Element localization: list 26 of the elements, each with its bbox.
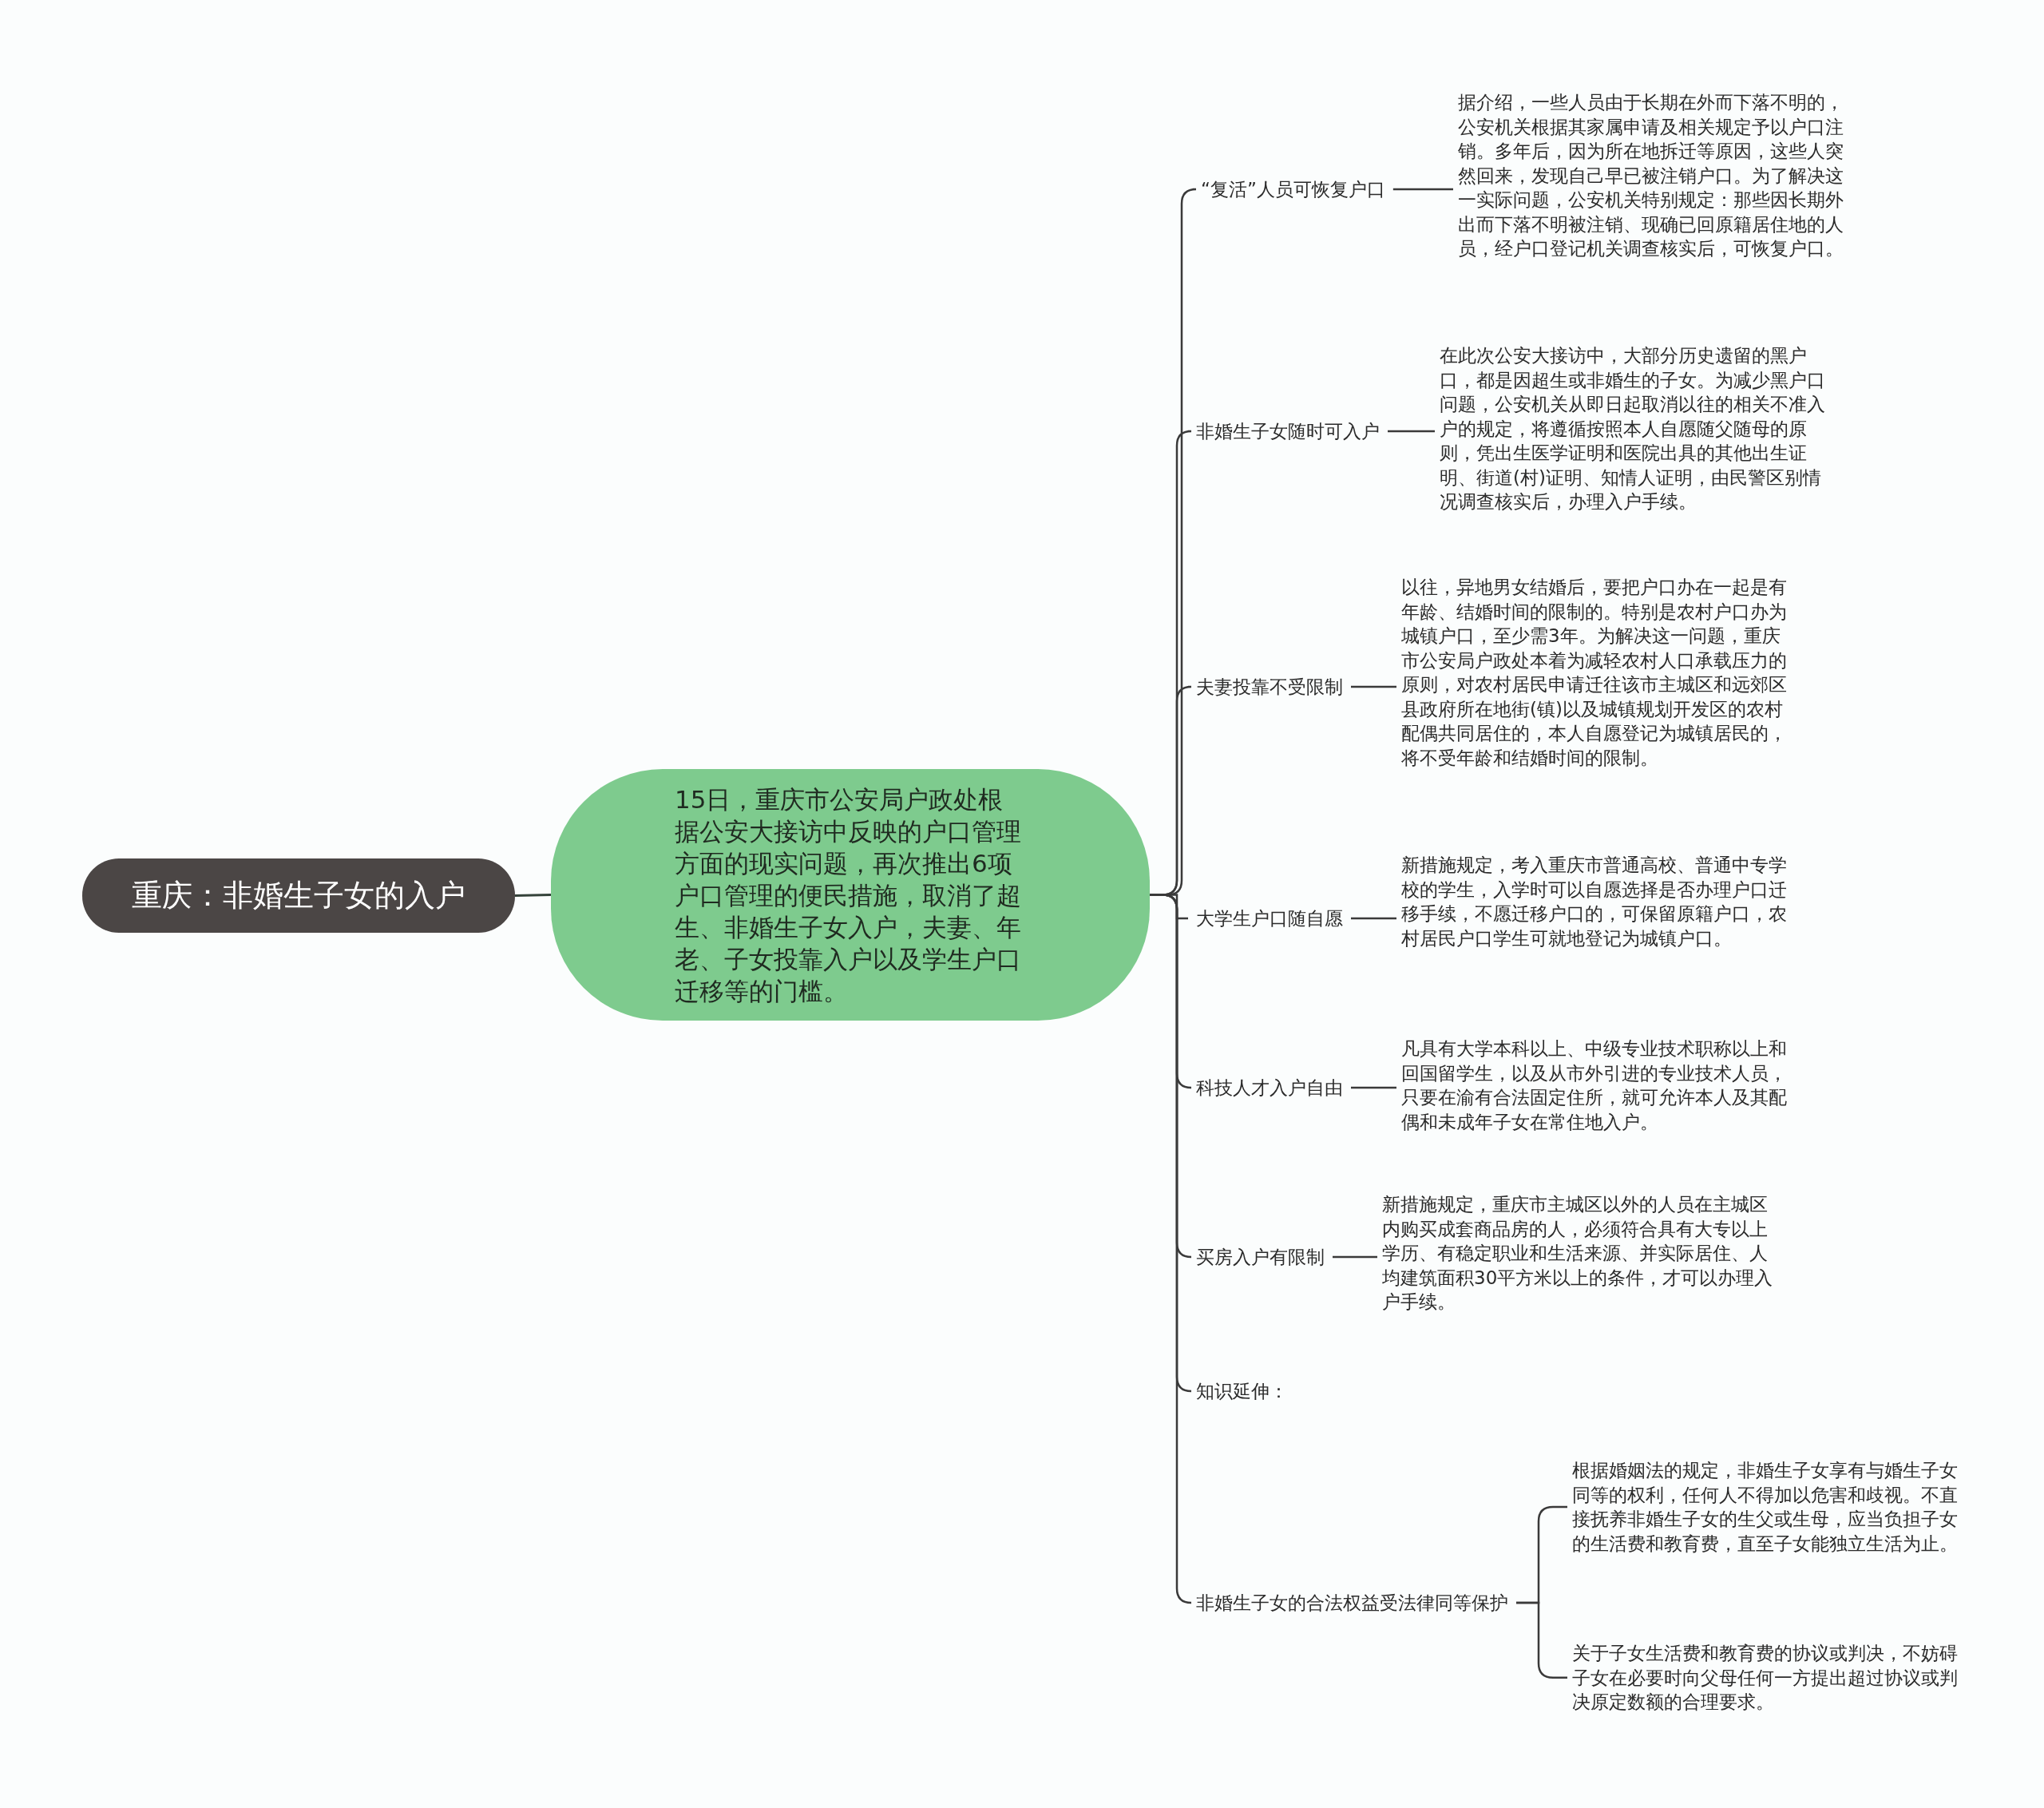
connector-line (1333, 1255, 1377, 1259)
branch-label: 买房入户有限制 (1188, 1245, 1333, 1269)
detail-text: 在此次公安大接访中，大部分历史遗留的黑户口，都是因超生或非婚生的子女。为减少黑户口问题，公安机关从即日起取消以往的相关不准入户的规定，将遵循按照本人自愿随父随母的原则，凭出生医学证明和医院出具的其他出生证明、街道(村)证明、知情人证明，由民警区别情况调查核实后，办理入户手续。 (1435, 343, 1837, 514)
detail-text: 新措施规定，重庆市主城区以外的人员在主城区内购买成套商品房的人，必须符合具有大专以上学历、有稳定职业和生活来源、并实际居住、人均建筑面积30平方米以上的条件，才可以办理入户手续。 (1377, 1192, 1780, 1314)
topic-text: 15日，重庆市公安局户政处根据公安大接访中反映的户口管理方面的现实问题，再次推出6项户口管理的便民措施，取消了超生、非婚生子女入户，夫妻、年老、子女投靠入户以及学生户口迁移等的门槛。 (674, 783, 1022, 1007)
branch-label: 知识延伸： (1188, 1379, 1296, 1403)
detail-text: 凡具有大学本科以上、中级专业技术职称以上和回国留学生，以及从市外引进的专业技术人员，只要在渝有合法固定住所，就可允许本人及其配偶和未成年子女在常住地入户。 (1396, 1037, 1799, 1134)
detail-text: 新措施规定，考入重庆市普通高校、普通中专学校的学生，入学时可以自愿选择是否办理户口迁移手续，不愿迁移户口的，可保留原籍户口，农村居民户口学生可就地登记为城镇户口。 (1396, 853, 1799, 950)
detail-text: 关于子女生活费和教育费的协议或判决，不妨碍子女在必要时向父母任何一方提出超过协议或判决原定数额的合理要求。 (1567, 1641, 1970, 1715)
connector-line (514, 894, 552, 897)
connector-line (1351, 1086, 1396, 1089)
detail-text: 根据婚姻法的规定，非婚生子女享有与婚生子女同等的权利，任何人不得加以危害和歧视。不直接抚养非婚生子女的生父或生母，应当负担子女的生活费和教育费，直至子女能独立生活为止。 (1567, 1458, 1970, 1556)
branch-label: 科技人才入户自由 (1188, 1076, 1351, 1100)
connector-line (1516, 1601, 1567, 1679)
branch-label: 夫妻投靠不受限制 (1188, 675, 1351, 699)
detail-text: 以往，异地男女结婚后，要把户口办在一起是有年龄、结婚时间的限制的。特别是农村户口办为城镇户口，至少需3年。为解决这一问题，重庆市公安局户政处本着为减轻农村人口承载压力的原则，对农村居民申请迁往该市主城区和远郊区县政府所在地街(镇)以及城镇规划开发区的农村配偶共同居住的，本人自愿登记为城镇居民的，将不受年龄和结婚时间的限制。 (1396, 575, 1799, 770)
branch-label: 非婚生子女的合法权益受法律同等保护 (1188, 1591, 1516, 1615)
branch-label: 非婚生子女随时可入户 (1188, 419, 1388, 443)
branch-label: “复活”人员可恢复户口 (1193, 177, 1393, 201)
connector-line (1351, 917, 1396, 920)
branch-label: 大学生户口随自愿 (1188, 906, 1351, 930)
connector-line (1388, 430, 1435, 433)
detail-text: 据介绍，一些人员由于长期在外而下落不明的，公安机关根据其家属申请及相关规定予以户口注销。多年后，因为所在地拆迁等原因，这些人突然回来，发现自己早已被注销户口。为了解决这一实际问题，公安机关特别规定：那些因长期外出而下落不明被注销、现确已回原籍居住地的人员，经户口登记机关调查核实后，可恢复户口。 (1453, 90, 1856, 261)
connector-line (1392, 188, 1453, 191)
root-topic-text: 重庆：非婚生子女的入户 (132, 877, 465, 914)
connector-line (1351, 685, 1396, 688)
